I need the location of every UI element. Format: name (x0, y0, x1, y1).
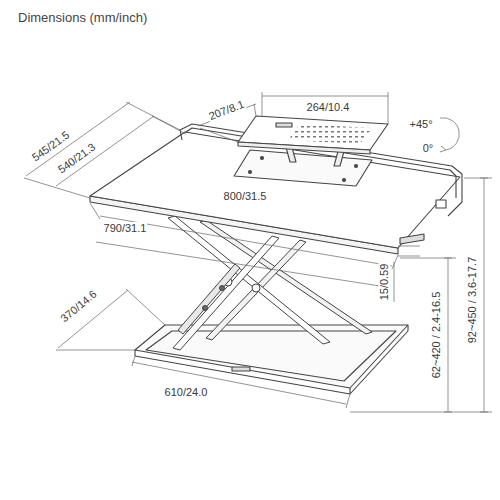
dimension-label: 264/10.4 (306, 101, 351, 113)
dimension-label: 790/31.1 (103, 222, 148, 234)
dimension-label: 62~420 / 2.4-16.5 (430, 291, 442, 380)
dimension-label: 800/31.5 (223, 190, 268, 202)
dimension-label: +45° (408, 118, 433, 130)
dimension-label: 610/24.0 (164, 386, 209, 398)
dimension-label: 0° (422, 142, 435, 154)
dimension-label: 92~450 / 3.6-17.7 (466, 256, 478, 345)
dimension-label: 15/0.59 (378, 263, 390, 302)
dimension-label: 207/8.1 (206, 97, 246, 122)
title: Dimensions (mm/inch) (18, 10, 147, 25)
